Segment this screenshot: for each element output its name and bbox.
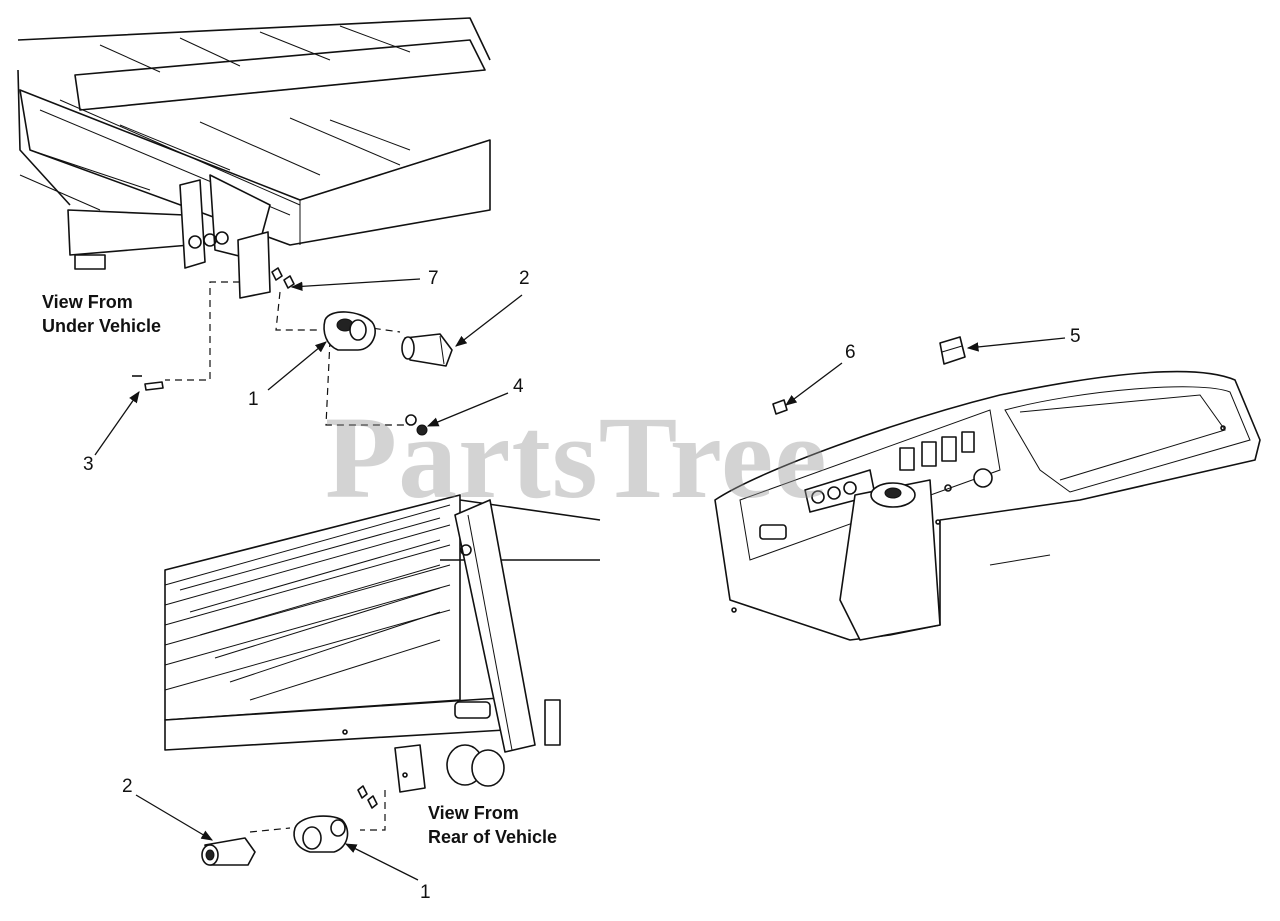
caption-line: Rear of Vehicle (428, 827, 558, 847)
callout-label-2-top: 2 (519, 268, 530, 289)
caption-rear-vehicle: View From Rear of Vehicle (428, 801, 557, 849)
rear-vehicle-assembly (164, 494, 601, 866)
caption-under-vehicle: View From Under Vehicle (42, 290, 161, 338)
dashboard-assembly (714, 336, 1261, 641)
callout-label-4: 4 (513, 376, 524, 397)
caption-line: View From (42, 292, 133, 312)
callout-label-2-bottom: 2 (122, 776, 133, 797)
leader-lines (94, 278, 1066, 881)
callout-label-1-bottom: 1 (420, 882, 431, 903)
watermark: PartsTree (325, 392, 828, 523)
caption-line: Under Vehicle (42, 316, 162, 336)
callout-label-6: 6 (845, 342, 856, 363)
callout-label-1-top: 1 (248, 389, 259, 410)
under-vehicle-assembly (17, 17, 491, 436)
callout-label-7: 7 (428, 268, 439, 289)
caption-line: View From (428, 803, 519, 823)
callout-label-3: 3 (83, 454, 94, 475)
callout-label-5: 5 (1070, 326, 1081, 347)
